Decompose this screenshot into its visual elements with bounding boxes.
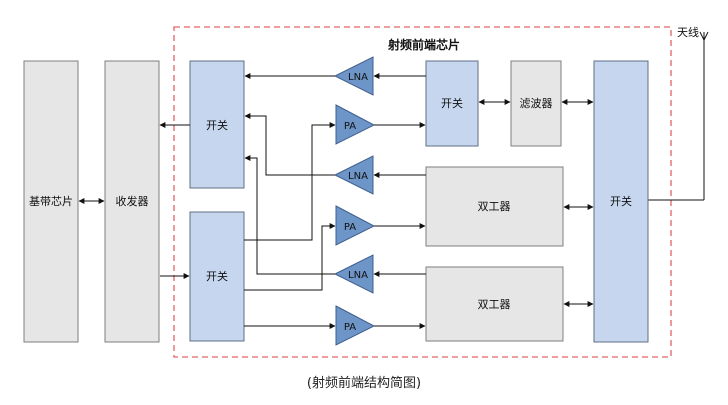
switch-right-block <box>593 60 649 343</box>
pa-3-amplifier <box>335 305 376 346</box>
antenna-icon <box>648 31 709 201</box>
signal-connections <box>78 73 594 329</box>
antenna-label: 天线 <box>677 25 699 39</box>
lna-3-amplifier <box>333 254 374 294</box>
transceiver-label: 收发器 <box>116 194 149 208</box>
switch-left-top-block <box>189 60 245 189</box>
baseband-label: 基带芯片 <box>29 194 73 208</box>
pa-3-label: PA <box>344 322 356 333</box>
switch-left-bottom-block <box>189 211 245 342</box>
rf-frontend-chip-boundary <box>173 26 672 358</box>
lna-3-label: LNA <box>348 270 368 281</box>
pa-1-amplifier <box>335 104 376 145</box>
switch-inner-label: 开关 <box>441 96 463 110</box>
pa-2-amplifier <box>335 205 376 246</box>
filter-label: 滤波器 <box>520 97 553 110</box>
diagram-caption: (射频前端结构简图) <box>306 376 422 391</box>
pa-2-label: PA <box>344 222 356 233</box>
baseband-block <box>23 60 79 343</box>
duplexer-top-label: 双工器 <box>478 200 511 213</box>
lna-1-label: LNA <box>348 72 368 83</box>
duplexer-bottom-block <box>425 266 564 342</box>
duplexer-top-block <box>425 166 564 247</box>
filter-block <box>510 60 562 147</box>
switch-left-top-label: 开关 <box>206 118 228 132</box>
lna-2-amplifier <box>333 155 374 195</box>
transceiver-block <box>104 60 160 343</box>
chip-title: 射频前端芯片 <box>387 37 460 52</box>
duplexer-bottom-label: 双工器 <box>478 298 511 311</box>
lna-1-amplifier <box>333 56 374 96</box>
rf-frontend-diagram: 射频前端芯片 天线 基带芯片 收发器 滤波器 双工器 双工器 开关 开关 开关 … <box>23 25 709 358</box>
switch-inner-block <box>425 60 479 147</box>
switch-right-label: 开关 <box>610 194 632 208</box>
lna-2-label: LNA <box>348 171 368 182</box>
pa-1-label: PA <box>344 121 356 132</box>
switch-left-bottom-label: 开关 <box>206 269 228 283</box>
